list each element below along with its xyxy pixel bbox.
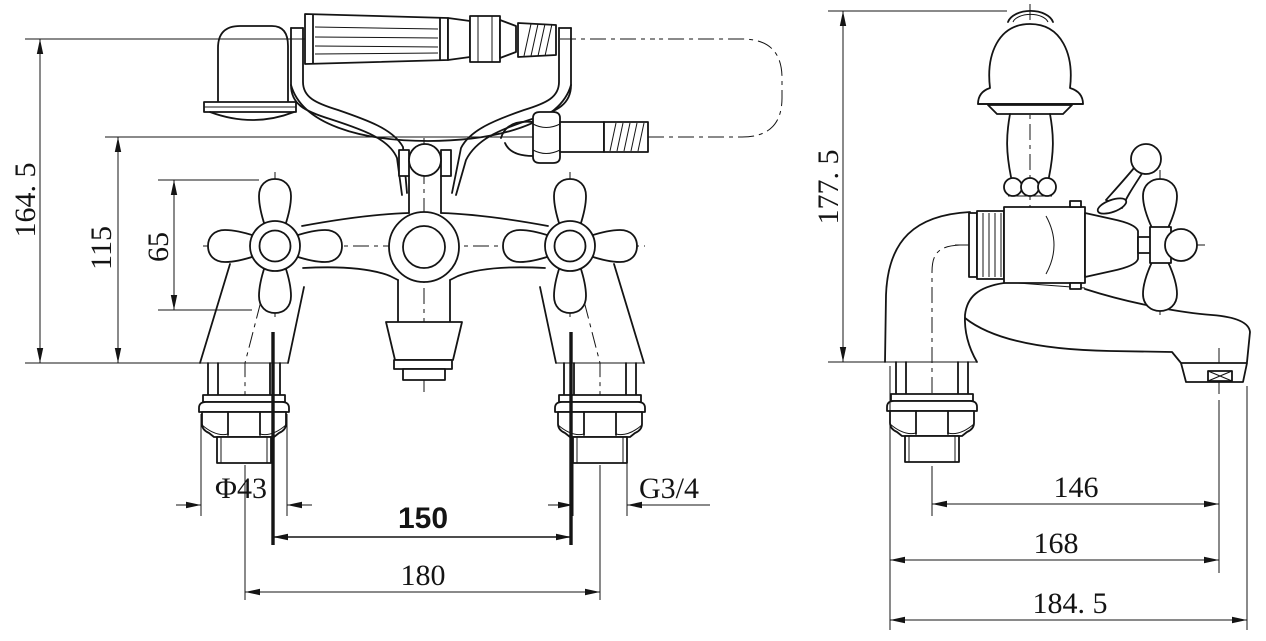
right-inlet-shank [554, 362, 646, 464]
left-cross-handle [207, 178, 343, 314]
dim-label-168: 168 [1034, 527, 1079, 560]
front-view-drawing [198, 13, 783, 464]
dim-label-150: 150 [398, 502, 448, 535]
dim-label-g34: G3/4 [639, 472, 699, 505]
right-cross-handle [502, 178, 638, 314]
side-inlet-leg [884, 211, 1005, 363]
side-spout [964, 281, 1251, 383]
side-valve-assembly [968, 200, 1153, 290]
side-cross-handle [1142, 178, 1198, 312]
centre-spout [385, 279, 463, 381]
bonnet [1084, 212, 1139, 278]
dim-label-177-5: 177. 5 [812, 150, 845, 225]
dim-label-180: 180 [401, 559, 446, 592]
dim-label-146: 146 [1054, 471, 1099, 504]
dim-label-phi43: Φ43 [215, 472, 267, 505]
shower-handset [203, 13, 557, 121]
left-inlet-shank [198, 362, 290, 464]
dim-label-164-5: 164. 5 [9, 163, 42, 238]
side-dimensions: 177. 5 146 168 184. 5 [812, 10, 1248, 630]
hose-elbow-outlet [500, 111, 649, 164]
diverter-knob [408, 143, 442, 177]
diverter-lever [1096, 143, 1162, 215]
side-view-drawing [884, 4, 1251, 463]
tap-body-front [198, 143, 646, 464]
dim-label-115: 115 [85, 226, 118, 270]
dim-label-184-5: 184. 5 [1033, 587, 1108, 620]
front-dimensions: 164. 5 115 65 Φ43 G3/4 150 180 [9, 38, 710, 600]
shower-rest [977, 10, 1084, 197]
rest-knob [1007, 10, 1054, 23]
dim-label-65: 65 [142, 232, 175, 262]
